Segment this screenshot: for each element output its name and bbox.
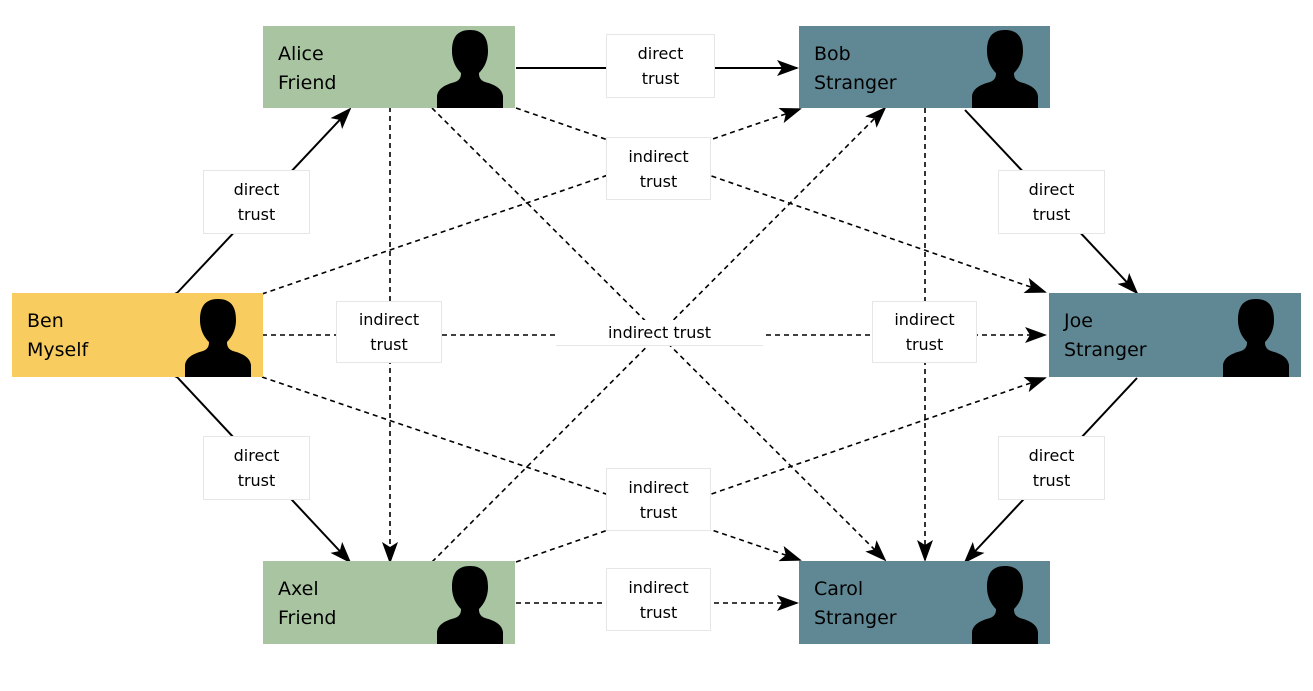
label-line: indirect bbox=[628, 577, 689, 597]
node-carol[interactable]: Carol Stranger bbox=[799, 561, 1050, 644]
label-line: trust bbox=[1032, 205, 1071, 224]
label-line: indirect bbox=[894, 310, 955, 329]
edge-label-ben-alice: direct trust bbox=[203, 170, 310, 234]
node-bob[interactable]: Bob Stranger bbox=[799, 26, 1050, 108]
edge-label-ben-axel: direct trust bbox=[203, 436, 310, 500]
node-name: Alice bbox=[278, 43, 324, 65]
edge-ben-bob bbox=[261, 107, 802, 295]
person-silhouette-icon bbox=[437, 566, 503, 644]
label-line: trust bbox=[370, 335, 408, 354]
edge-ben-carol bbox=[261, 376, 802, 562]
label-text: indirect trust bbox=[607, 323, 711, 342]
node-role: Stranger bbox=[814, 72, 897, 94]
person-silhouette-icon bbox=[437, 30, 503, 108]
edge-axel-bob bbox=[431, 106, 887, 563]
label-line: trust bbox=[639, 602, 678, 622]
label-line: trust bbox=[1032, 471, 1071, 490]
node-role: Stranger bbox=[1064, 339, 1147, 361]
label-line: direct bbox=[1028, 446, 1075, 465]
label-line: direct bbox=[233, 446, 280, 465]
label-line: direct bbox=[233, 180, 280, 199]
node-name: Joe bbox=[1064, 310, 1093, 332]
person-silhouette-icon bbox=[185, 299, 251, 377]
label-line: indirect bbox=[628, 146, 689, 166]
node-name: Ben bbox=[27, 310, 64, 332]
edge-label-mid-right: indirect trust bbox=[872, 301, 977, 363]
node-joe[interactable]: Joe Stranger bbox=[1049, 293, 1301, 377]
label-line: indirect bbox=[358, 310, 420, 329]
node-ben[interactable]: Ben Myself bbox=[12, 293, 263, 377]
label-line: direct bbox=[1028, 180, 1075, 199]
label-line: trust bbox=[237, 205, 276, 224]
person-silhouette-icon bbox=[972, 30, 1038, 108]
edge-label-top-indirect: indirect trust bbox=[606, 137, 711, 200]
edge-label-bob-joe: direct trust bbox=[998, 170, 1105, 234]
node-name: Bob bbox=[814, 43, 851, 65]
edge-label-joe-carol: direct trust bbox=[998, 436, 1105, 500]
node-axel[interactable]: Axel Friend bbox=[263, 561, 515, 644]
node-name: Carol bbox=[814, 578, 864, 600]
node-alice[interactable]: Alice Friend bbox=[263, 26, 515, 108]
edge-alice-joe bbox=[515, 107, 1047, 293]
label-line: direct bbox=[637, 44, 684, 63]
edge-label-mid-center: indirect trust bbox=[556, 320, 763, 346]
edge-axel-joe bbox=[515, 377, 1047, 563]
label-line: trust bbox=[639, 171, 678, 191]
edge-label-axel-carol: indirect trust bbox=[606, 568, 711, 631]
edge-label-bottom-indirect: indirect trust bbox=[606, 468, 711, 531]
person-silhouette-icon bbox=[1223, 299, 1289, 377]
person-silhouette-icon bbox=[972, 566, 1038, 644]
node-role: Stranger bbox=[814, 607, 897, 629]
edge-label-alice-bob: direct trust bbox=[606, 34, 715, 98]
node-name: Axel bbox=[278, 578, 319, 600]
label-line: trust bbox=[639, 502, 678, 522]
label-line: trust bbox=[237, 471, 276, 490]
label-line: indirect bbox=[628, 477, 689, 497]
label-line: trust bbox=[905, 335, 944, 354]
label-line: trust bbox=[641, 69, 680, 88]
node-role: Friend bbox=[278, 607, 337, 629]
node-role: Friend bbox=[278, 72, 337, 94]
node-role: Myself bbox=[27, 339, 89, 361]
edge-label-mid-left: indirect trust bbox=[336, 301, 442, 363]
